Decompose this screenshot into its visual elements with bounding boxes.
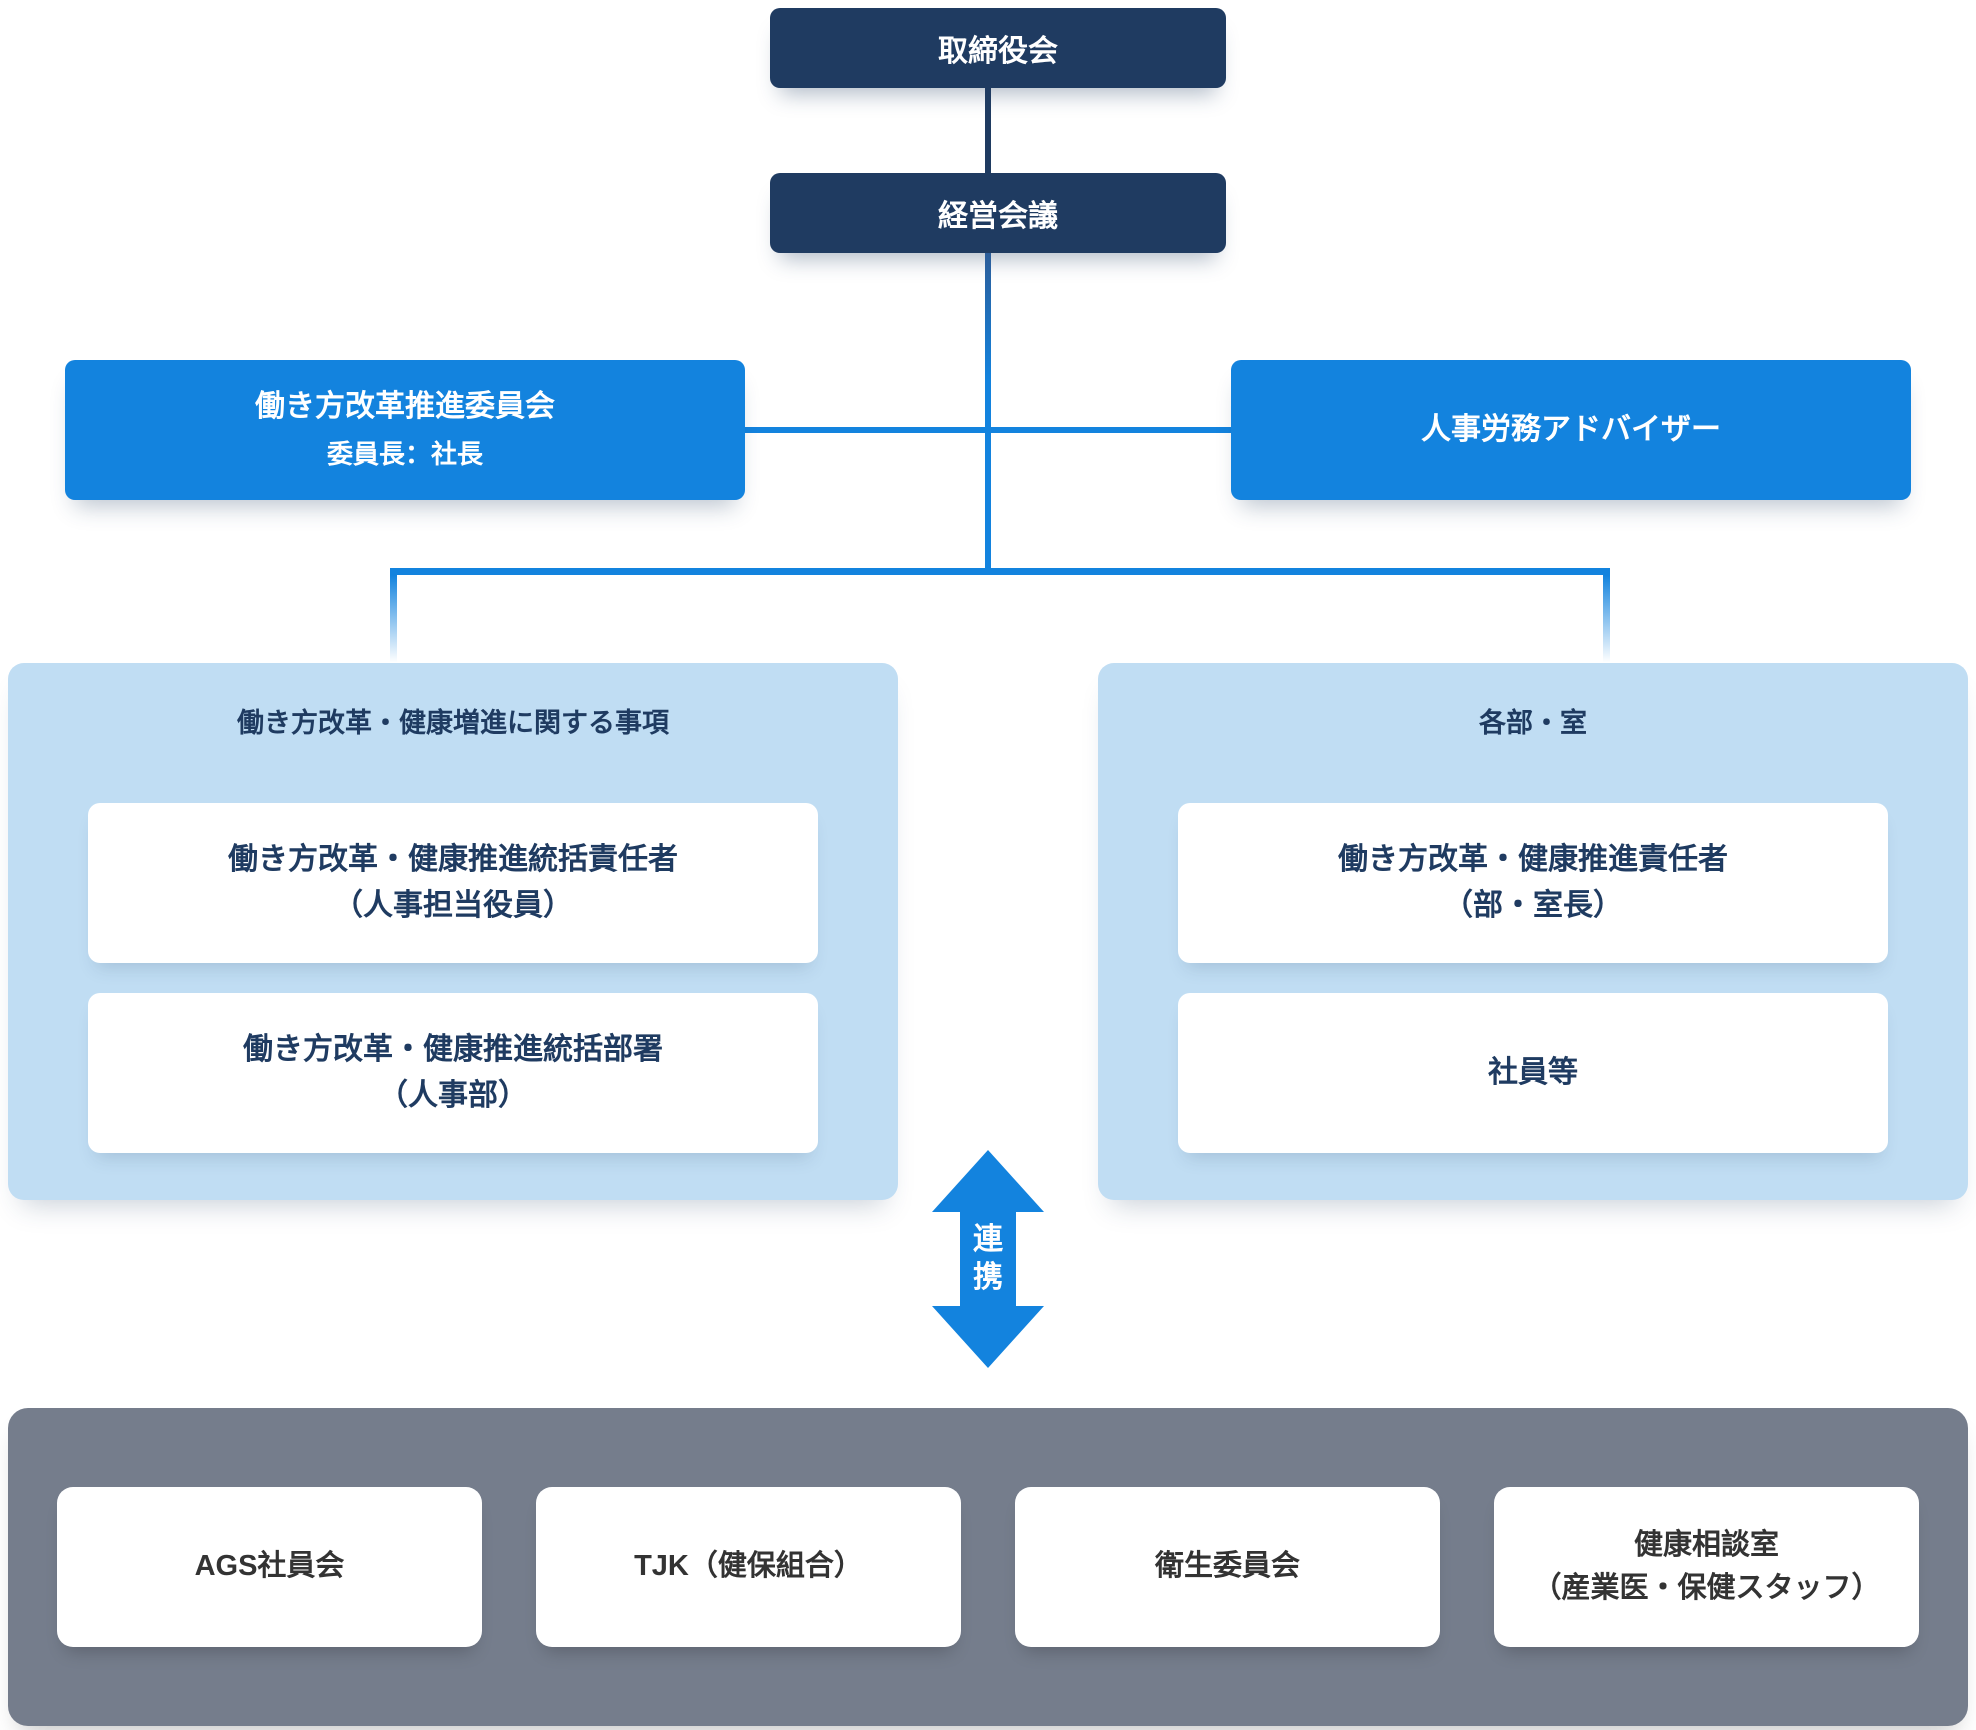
hygiene-committee-box: 衛生委員会 xyxy=(1015,1487,1440,1647)
branch-drop-right xyxy=(1603,575,1610,667)
branch-drop-left xyxy=(390,575,397,667)
hygiene-committee-label: 衛生委員会 xyxy=(1154,1550,1300,1583)
board-of-directors-label: 取締役会 xyxy=(938,35,1058,68)
branch-bar xyxy=(390,568,1610,575)
connector-board-to-management xyxy=(985,88,991,173)
chief-promotion-officer-line1: 働き方改革・健康推進統括責任者 xyxy=(228,842,678,876)
health-consultation-room-line1: 健康相談室 xyxy=(1633,1528,1779,1561)
department-promotion-officer-box: 働き方改革・健康推進責任者 （部・室長） xyxy=(1178,803,1888,963)
health-consultation-room-box: 健康相談室 （産業医・保健スタッフ） xyxy=(1494,1487,1919,1647)
department-promotion-officer-line1: 働き方改革・健康推進責任者 xyxy=(1338,842,1728,876)
employees-label: 社員等 xyxy=(1488,1055,1578,1089)
promotion-hq-department-line2: （人事部） xyxy=(378,1079,528,1112)
left-panel-header: 働き方改革・健康増進に関する事項 xyxy=(237,708,669,738)
hr-labor-advisor-box: 人事労務アドバイザー xyxy=(1231,360,1911,500)
chief-promotion-officer-box: 働き方改革・健康推進統括責任者 （人事担当役員） xyxy=(88,803,818,963)
tjk-health-insurance-label: TJK（健保組合） xyxy=(634,1550,863,1583)
reform-committee-title: 働き方改革推進委員会 xyxy=(255,390,555,424)
connector-management-to-branch xyxy=(985,253,991,572)
chief-promotion-officer-line2: （人事担当役員） xyxy=(333,889,573,922)
partners-panel: AGS社員会 TJK（健保組合） 衛生委員会 健康相談室 （産業医・保健スタッフ… xyxy=(8,1408,1968,1726)
collaboration-arrow: 連 携 xyxy=(926,1150,1050,1368)
departments-panel: 各部・室 働き方改革・健康推進責任者 （部・室長） 社員等 xyxy=(1098,663,1968,1200)
collaboration-char-1: 連 xyxy=(973,1223,1003,1256)
right-panel-header: 各部・室 xyxy=(1479,708,1587,738)
employees-box: 社員等 xyxy=(1178,993,1888,1153)
promotion-hq-department-line1: 働き方改革・健康推進統括部署 xyxy=(243,1032,663,1066)
health-consultation-room-line2: （産業医・保健スタッフ） xyxy=(1532,1572,1881,1604)
management-council-label: 経営会議 xyxy=(938,200,1058,233)
management-council-box: 経営会議 xyxy=(770,173,1226,253)
ags-employee-association-label: AGS社員会 xyxy=(194,1550,345,1583)
reform-committee-box: 働き方改革推進委員会 委員長：社長 xyxy=(65,360,745,500)
collaboration-char-2: 携 xyxy=(973,1261,1003,1294)
board-of-directors-box: 取締役会 xyxy=(770,8,1226,88)
collaboration-label: 連 携 xyxy=(926,1150,1050,1368)
hr-labor-advisor-label: 人事労務アドバイザー xyxy=(1421,413,1721,446)
department-promotion-officer-line2: （部・室長） xyxy=(1443,889,1623,922)
ags-employee-association-box: AGS社員会 xyxy=(57,1487,482,1647)
tjk-health-insurance-box: TJK（健保組合） xyxy=(536,1487,961,1647)
reform-committee-chair: 委員長：社長 xyxy=(326,439,483,470)
promotion-hq-department-box: 働き方改革・健康推進統括部署 （人事部） xyxy=(88,993,818,1153)
connector-committee-advisor xyxy=(745,427,1231,433)
workstyle-health-topics-panel: 働き方改革・健康増進に関する事項 働き方改革・健康推進統括責任者 （人事担当役員… xyxy=(8,663,898,1200)
double-arrow-icon xyxy=(932,1150,1044,1368)
